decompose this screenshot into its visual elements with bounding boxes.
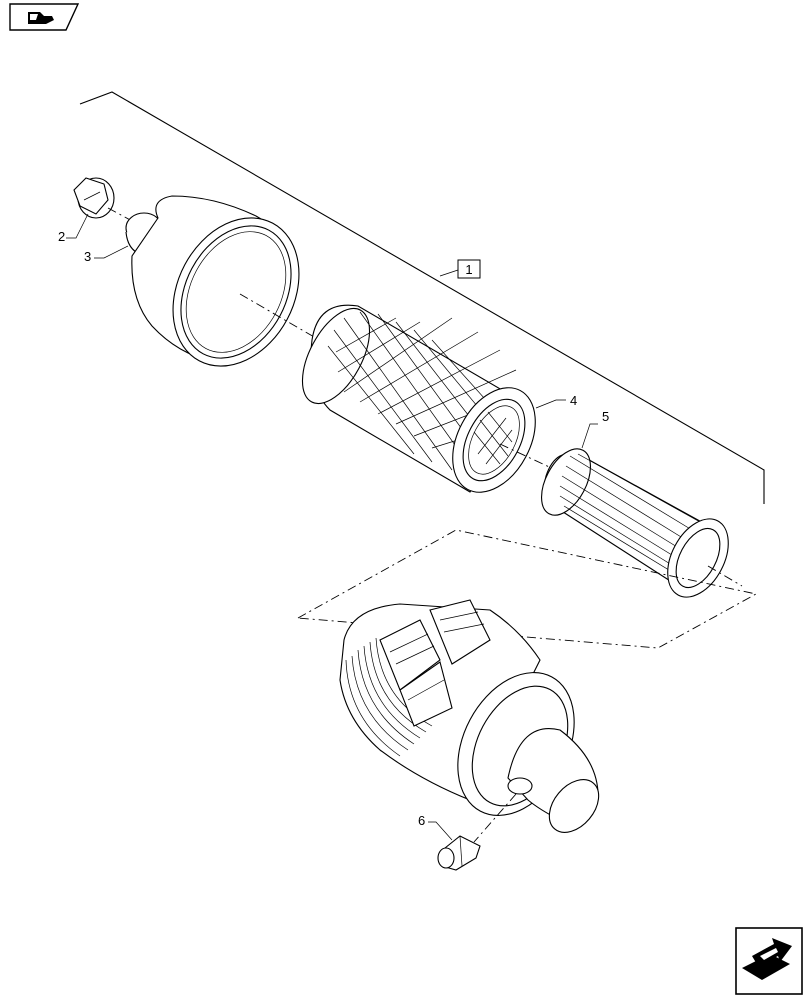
housing-cover: [131, 195, 300, 367]
callout-2: 2: [58, 213, 89, 244]
safety-filter: [541, 448, 729, 598]
next-page-arrow-icon[interactable]: [735, 927, 803, 995]
callout-6-label: 6: [418, 813, 425, 828]
callout-3-label: 3: [84, 249, 91, 264]
callout-4-label: 4: [570, 393, 577, 408]
callout-1: 1: [439, 259, 481, 279]
alignment-line: [499, 443, 561, 473]
air-cleaner-housing: [339, 599, 600, 833]
assembly-bracket: [79, 91, 765, 504]
sensor-part: [437, 835, 481, 871]
cap-part: [73, 177, 115, 219]
alignment-line: [707, 565, 743, 587]
book-navigation-icon[interactable]: [9, 3, 80, 31]
callout-5: 5: [581, 409, 609, 449]
callout-5-label: 5: [602, 409, 609, 424]
callout-3: 3: [84, 245, 129, 264]
callout-1-label: 1: [465, 262, 472, 277]
housing-outline: [296, 529, 758, 649]
primary-filter: [301, 304, 536, 493]
callout-2-label: 2: [58, 229, 65, 244]
callout-6: 6: [418, 813, 453, 841]
callout-4: 4: [535, 393, 577, 409]
